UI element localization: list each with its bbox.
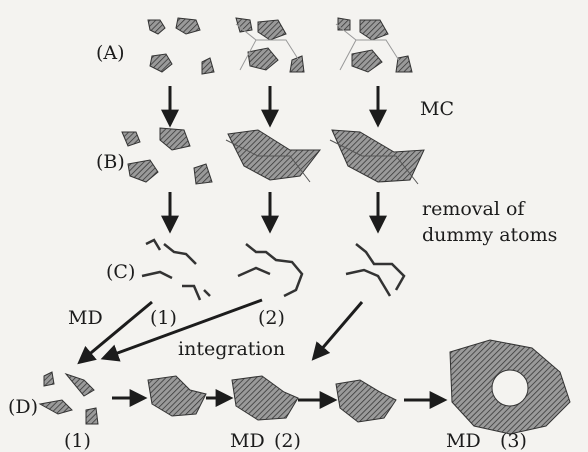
c-sub2-label: (2) xyxy=(258,309,285,328)
arrows-a-to-b xyxy=(170,86,378,124)
row-d-label: (D) xyxy=(8,398,38,417)
removal-label-line2: dummy atoms xyxy=(422,226,557,245)
removal-label-line1: removal of xyxy=(422,200,524,219)
mc-label: MC xyxy=(420,100,454,119)
d-sub1-label: (1) xyxy=(64,432,91,451)
d-sub2-label: (2) xyxy=(274,432,301,451)
row-c-fragments xyxy=(142,240,404,300)
c-sub1-label: (1) xyxy=(150,309,177,328)
row-c-label: (C) xyxy=(106,263,135,282)
integration-label: integration xyxy=(178,340,285,359)
arrows-b-to-c xyxy=(170,192,378,230)
d-md2-label: MD xyxy=(230,432,265,451)
d-md3-label: MD xyxy=(446,432,481,451)
pore-ring xyxy=(492,370,528,406)
row-b-label: (B) xyxy=(96,153,125,172)
row-a-label: (A) xyxy=(96,44,125,63)
row-d-fragments xyxy=(40,340,570,434)
row-a-fragments xyxy=(148,18,412,74)
d-sub3-label: (3) xyxy=(500,432,527,451)
c-md-label: MD xyxy=(68,309,103,328)
